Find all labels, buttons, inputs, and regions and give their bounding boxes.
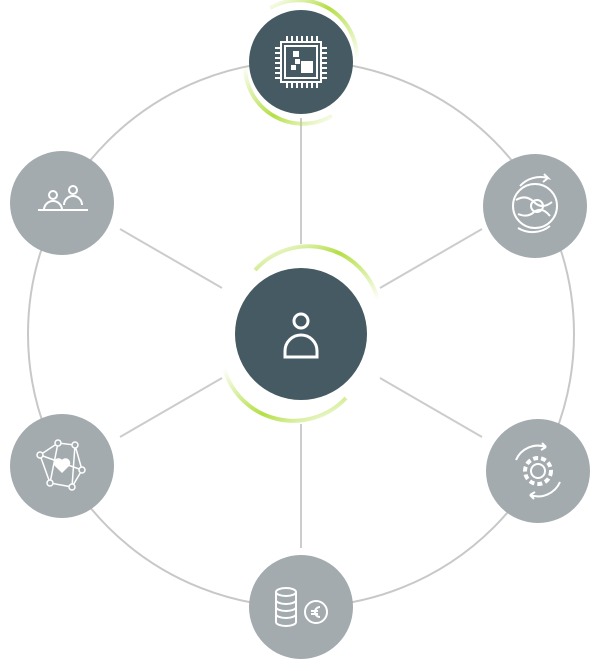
spoke-top-right <box>379 228 483 289</box>
node-top[interactable] <box>242 0 360 126</box>
node-top-right[interactable] <box>483 154 587 258</box>
accent-arc <box>253 244 380 301</box>
accent-arc <box>222 367 348 423</box>
spoke-top-left <box>119 228 223 289</box>
node-bottom-left[interactable] <box>10 414 114 518</box>
node-top-left[interactable] <box>10 151 114 255</box>
globe-cycle-icon <box>512 173 558 234</box>
node-bottom[interactable] <box>249 555 353 659</box>
person-icon <box>283 312 319 359</box>
spoke-bottom-right <box>379 377 483 438</box>
node-center[interactable] <box>222 244 380 423</box>
gear-cycle-icon <box>515 442 561 500</box>
coins-euro-icon <box>275 587 328 627</box>
network-heart-icon <box>36 439 86 491</box>
accent-arc <box>242 63 333 126</box>
people-meeting-icon <box>38 185 88 211</box>
node-bottom-right[interactable] <box>486 419 590 523</box>
microchip-icon <box>275 36 327 88</box>
accent-arc <box>269 0 360 61</box>
spoke-bottom-left <box>119 377 223 438</box>
spokes <box>119 118 483 548</box>
